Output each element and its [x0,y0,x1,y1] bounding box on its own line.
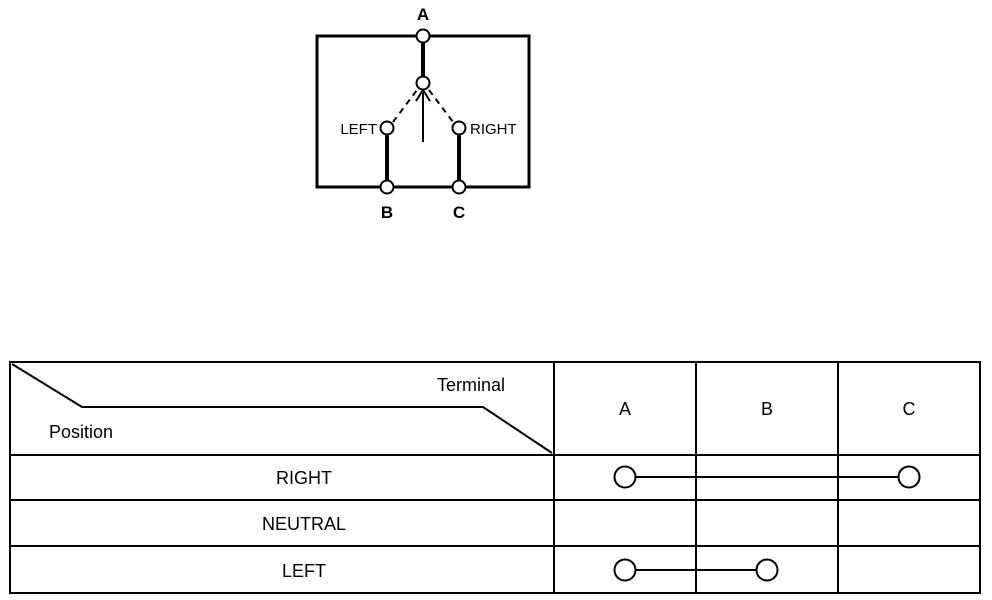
row-label-left: LEFT [282,561,326,581]
right-position-label: RIGHT [470,121,517,138]
terminal-a-node [415,28,431,44]
table-border [9,361,981,594]
switch-schematic: A B C LEFT RIGHT [315,5,531,222]
right-dashed-path [428,89,454,123]
row-label-neutral: NEUTRAL [262,514,346,534]
terminal-c-node [451,179,467,195]
column-header-c: C [903,399,916,419]
column-header-b: B [761,399,773,419]
header-position-label: Position [49,422,113,442]
left-row-terminal-a-dot [613,558,637,582]
right-row-terminal-a-dot [613,465,637,489]
row-label-right: RIGHT [276,468,332,488]
pivot-node [415,75,431,91]
left-dashed-path [392,89,418,123]
left-row-terminal-b-dot [755,558,779,582]
terminal-a-label: A [417,5,429,24]
terminal-b-node [379,179,395,195]
terminal-b-label: B [381,203,393,222]
header-diagonal-divider [11,363,553,454]
header-terminal-label: Terminal [437,375,505,395]
left-contact-node [379,120,395,136]
terminal-c-label: C [453,203,465,222]
column-header-a: A [619,399,631,419]
continuity-table: Terminal Position A B C RIGHT NEUTRAL LE… [9,361,981,594]
left-position-label: LEFT [340,121,377,138]
right-row-terminal-c-dot [897,465,921,489]
right-contact-node [451,120,467,136]
